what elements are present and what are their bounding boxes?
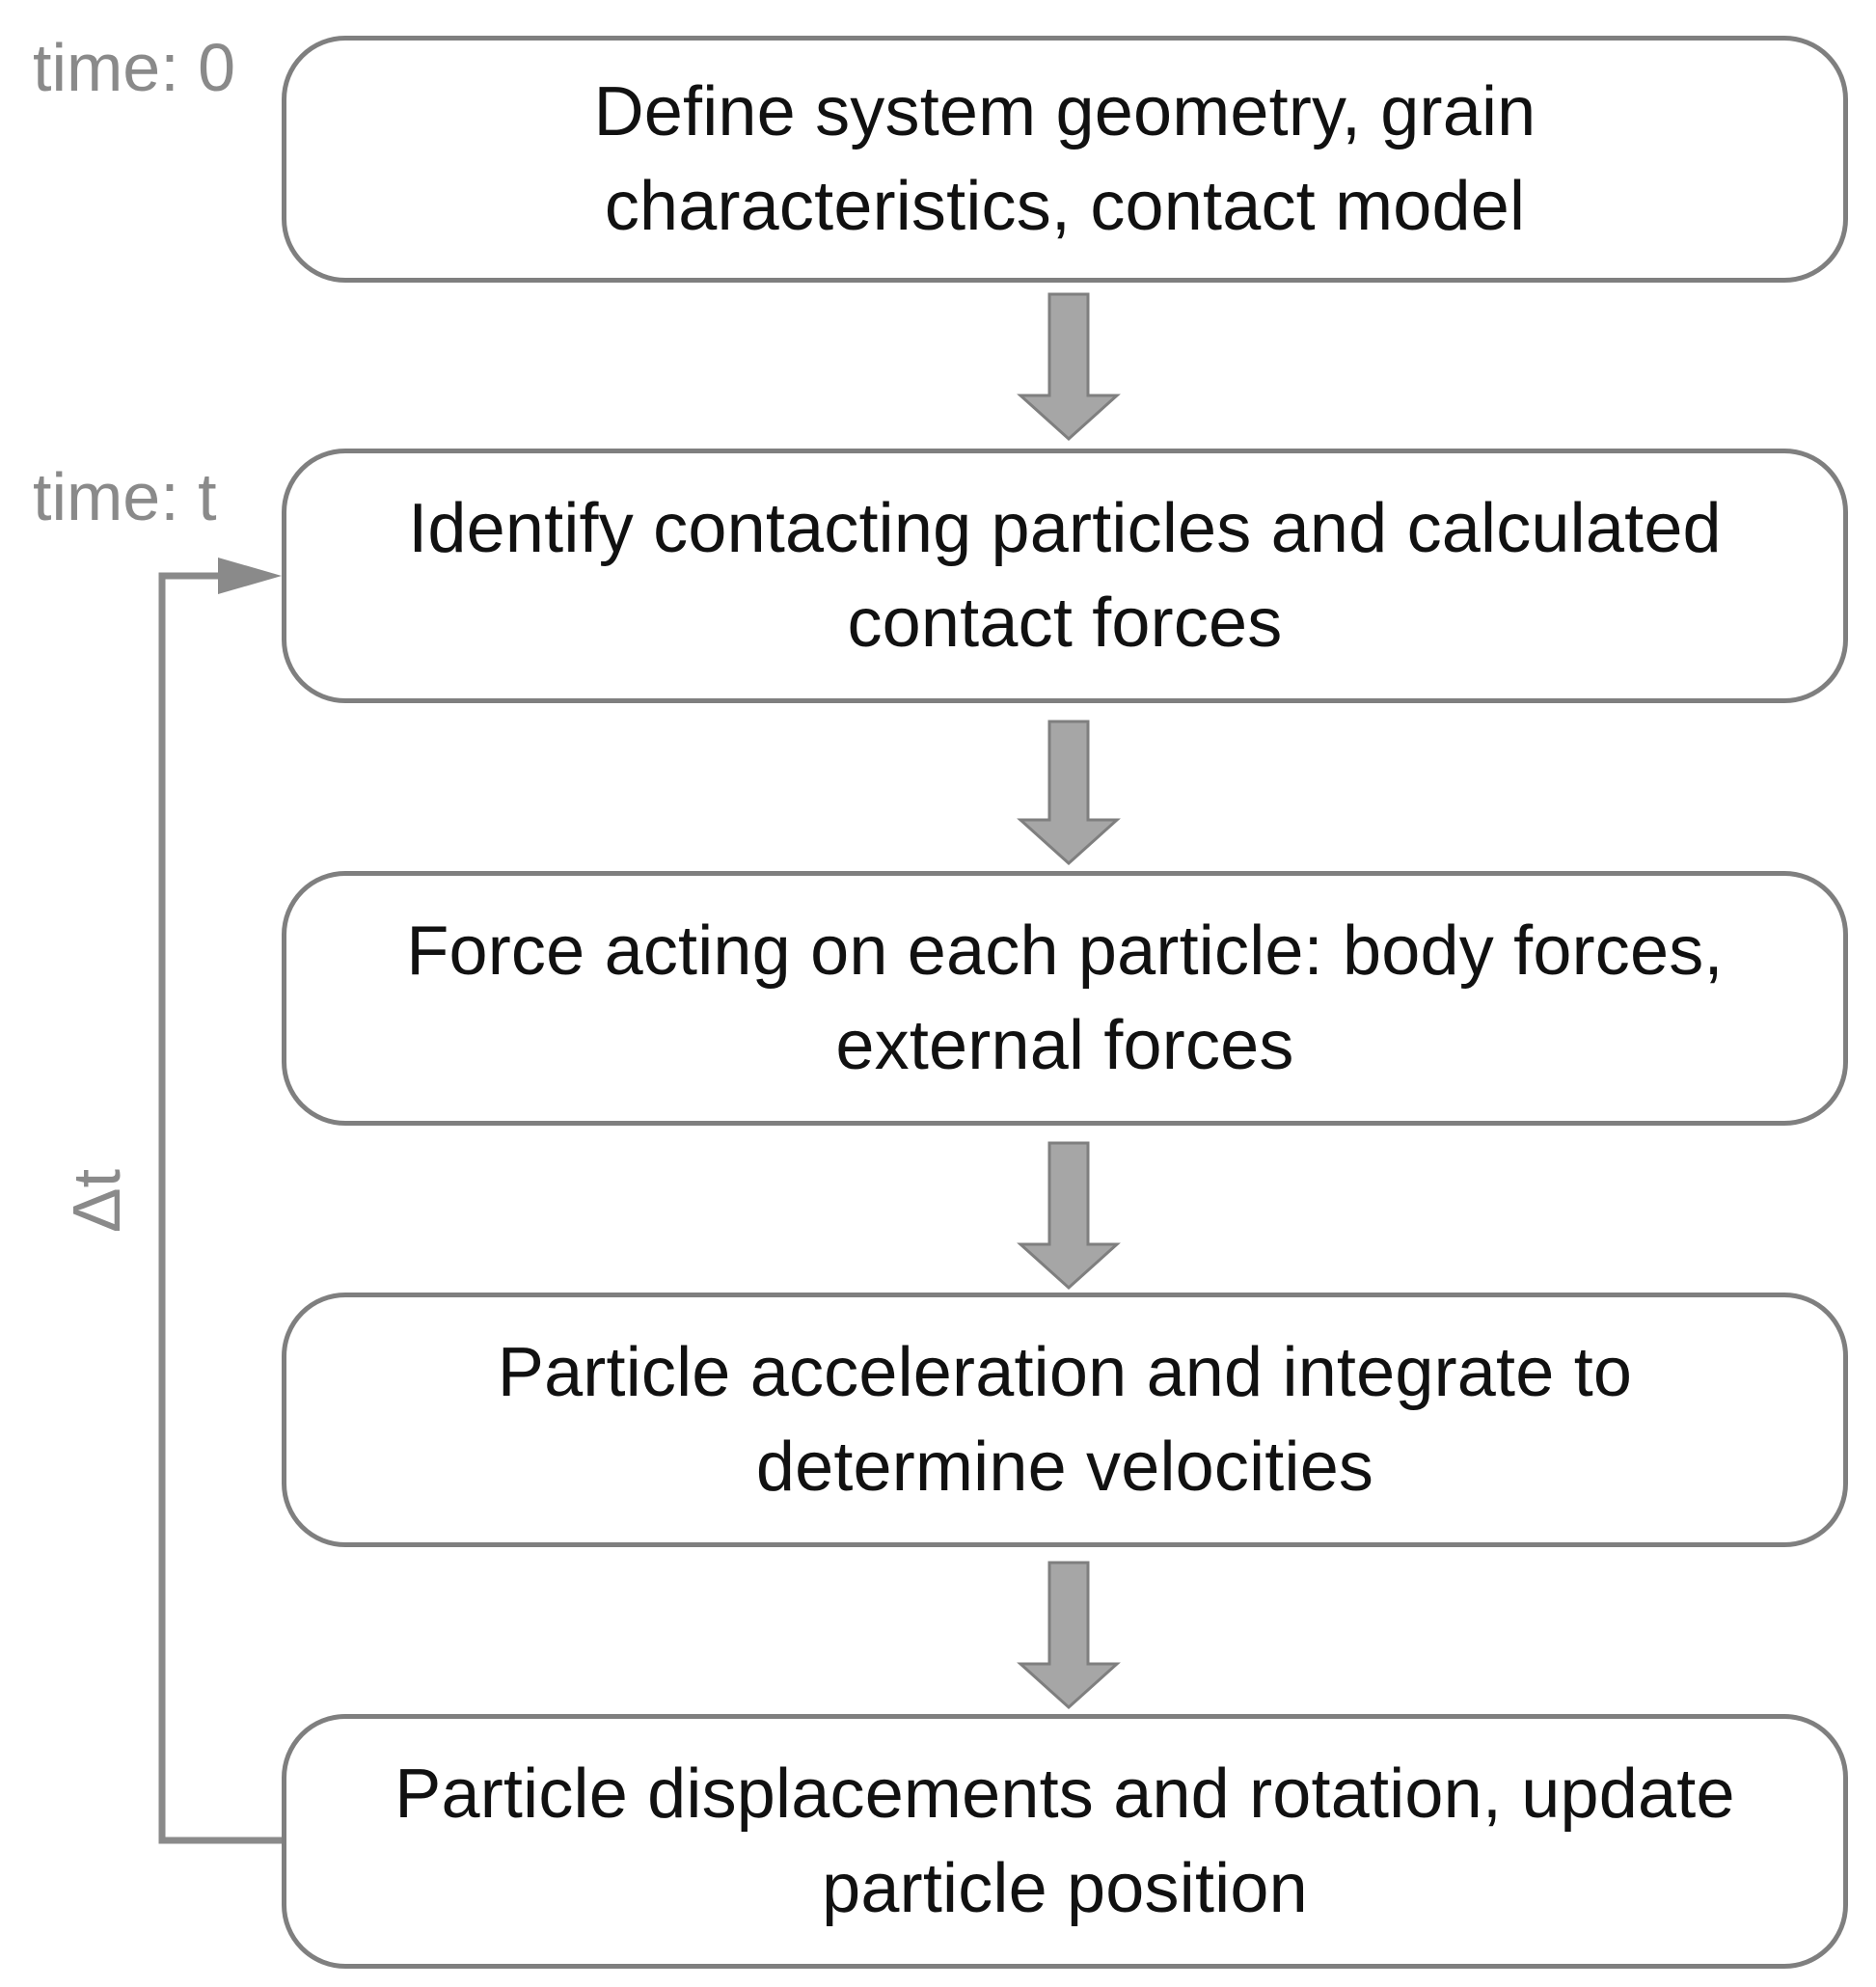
step-box-forces: Force acting on each particle: body forc… (282, 871, 1848, 1126)
step-box-acceleration: Particle acceleration and integrate to d… (282, 1293, 1848, 1547)
time-zero-label: time: 0 (33, 30, 236, 105)
loop-feedback-line (158, 572, 282, 1844)
step-text-identify-contacts: Identify contacting particles and calcul… (408, 490, 1722, 662)
loop-arrowhead-icon (218, 558, 282, 594)
step-text-define-system: Define system geometry, grain characteri… (593, 73, 1536, 245)
arrow-down-icon-2 (1017, 720, 1121, 866)
delta-t-label: Δt (59, 1168, 134, 1234)
arrow-down-icon-1 (1017, 292, 1121, 442)
step-box-displacements: Particle displacements and rotation, upd… (282, 1714, 1848, 1969)
step-text-acceleration: Particle acceleration and integrate to d… (497, 1334, 1633, 1506)
step-box-identify-contacts: Identify contacting particles and calcul… (282, 449, 1848, 703)
time-t-label: time: t (33, 459, 217, 534)
arrow-down-icon-3 (1017, 1141, 1121, 1291)
step-box-define-system: Define system geometry, grain characteri… (282, 36, 1848, 283)
arrow-down-icon-4 (1017, 1561, 1121, 1710)
step-text-displacements: Particle displacements and rotation, upd… (394, 1756, 1735, 1927)
step-text-forces: Force acting on each particle: body forc… (406, 912, 1724, 1084)
